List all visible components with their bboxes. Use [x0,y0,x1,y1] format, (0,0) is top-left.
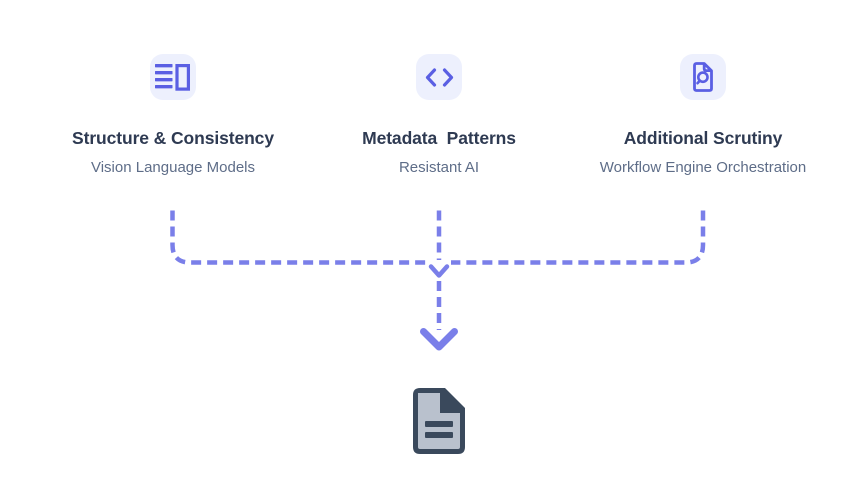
column-subtitle: Workflow Engine Orchestration [599,159,807,176]
list-box-icon [155,63,190,91]
code-icon-tile [416,54,462,100]
column-additional-scrutiny: Additional Scrutiny Workflow Engine Orch… [563,54,843,178]
merge-chevron-icon [428,264,450,278]
column-subtitle: Resistant AI [398,159,480,176]
column-subtitle: Vision Language Models [90,159,255,176]
column-title: Structure & Consistency [72,128,274,148]
file-search-icon [693,62,713,92]
column-structure-consistency: Structure & Consistency Vision Language … [33,54,313,178]
code-icon [425,67,453,87]
file-search-icon-tile [680,54,726,100]
column-title: Metadata Patterns [362,128,516,148]
column-title: Additional Scrutiny [623,128,783,148]
connector-right [451,210,706,265]
arrowhead-down-icon [420,328,458,351]
document-icon [413,388,465,454]
list-box-icon-tile [150,54,196,100]
column-metadata-patterns: Metadata Patterns Resistant AI [299,54,579,178]
connector-left [170,210,426,265]
